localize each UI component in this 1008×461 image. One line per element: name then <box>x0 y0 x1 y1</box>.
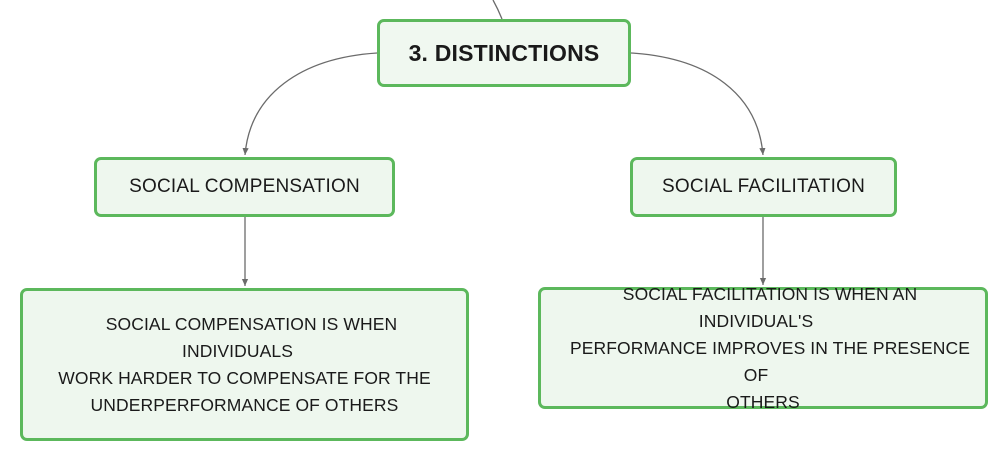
social-compensation-label: SOCIAL COMPENSATION <box>129 176 360 197</box>
detail-line: SOCIAL COMPENSATION IS WHEN INDIVIDUALS <box>105 313 398 361</box>
detail-line: WORK HARDER TO COMPENSATE FOR THE <box>58 367 431 388</box>
detail-line: SOCIAL FACILITATION IS WHEN AN INDIVIDUA… <box>622 283 918 331</box>
social-compensation-detail-node[interactable]: SOCIAL COMPENSATION IS WHEN INDIVIDUALS … <box>20 288 469 441</box>
incoming-connector <box>492 0 503 20</box>
detail-line: PERFORMANCE IMPROVES IN THE PRESENCE OF <box>569 337 970 385</box>
root-node[interactable]: 3. DISTINCTIONS <box>377 19 631 87</box>
social-facilitation-detail-node[interactable]: SOCIAL FACILITATION IS WHEN AN INDIVIDUA… <box>538 284 988 412</box>
social-facilitation-label: SOCIAL FACILITATION <box>662 176 865 197</box>
connector-root-to-social-facilitation <box>630 52 766 156</box>
social-facilitation-node[interactable]: SOCIAL FACILITATION <box>630 157 897 217</box>
social-compensation-node[interactable]: SOCIAL COMPENSATION <box>94 157 395 217</box>
detail-line: OTHERS <box>726 391 800 412</box>
detail-line: UNDERPERFORMANCE OF OTHERS <box>90 394 399 415</box>
social-compensation-detail-text: SOCIAL COMPENSATION IS WHEN INDIVIDUALS … <box>23 311 466 419</box>
social-facilitation-detail-text: SOCIAL FACILITATION IS WHEN AN INDIVIDUA… <box>541 281 985 416</box>
root-node-label: 3. DISTINCTIONS <box>408 39 600 66</box>
connector-root-to-social-compensation <box>242 52 378 156</box>
